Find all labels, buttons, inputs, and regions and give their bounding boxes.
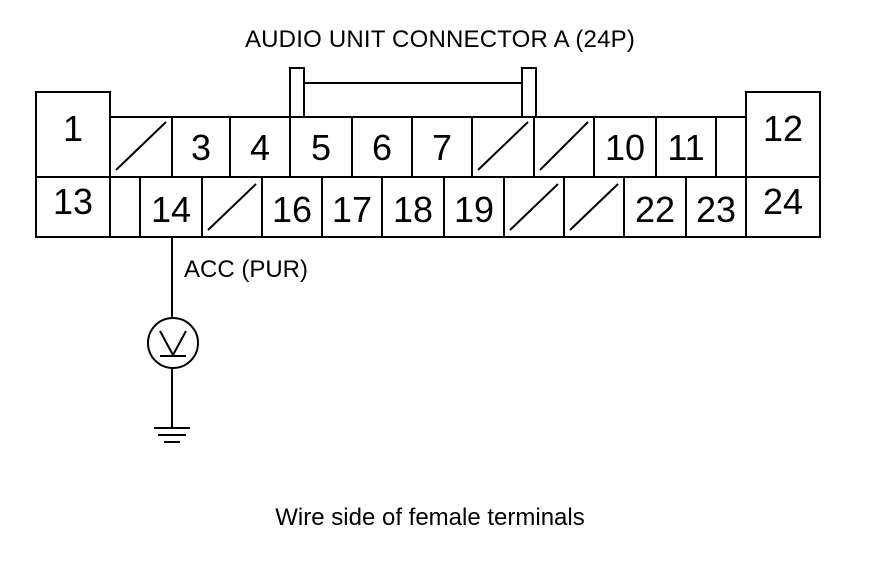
empty-cavity-2 xyxy=(115,121,167,171)
terminal-10: 10 xyxy=(605,127,645,168)
terminal-13: 13 xyxy=(53,181,93,222)
empty-cavity-15 xyxy=(207,183,257,231)
terminal-4: 4 xyxy=(250,127,270,168)
connector-title: AUDIO UNIT CONNECTOR A (24P) xyxy=(244,26,636,53)
empty-cavity-21 xyxy=(569,183,619,231)
locking-tab xyxy=(289,67,537,117)
terminal-17: 17 xyxy=(332,189,372,230)
empty-cavity-9 xyxy=(539,121,589,171)
terminal-12: 12 xyxy=(763,108,803,149)
ground-icon xyxy=(154,427,190,443)
terminal-3: 3 xyxy=(191,127,211,168)
caption: Wire side of female terminals xyxy=(275,504,585,531)
terminal-18: 18 xyxy=(393,189,433,230)
terminal-19: 19 xyxy=(454,189,494,230)
wire-label: ACC (PUR) xyxy=(184,256,308,283)
terminal-24: 24 xyxy=(763,181,803,222)
voltmeter-icon xyxy=(147,317,199,369)
terminal-22: 22 xyxy=(635,189,675,230)
terminal-7: 7 xyxy=(432,127,452,168)
terminal-11: 11 xyxy=(667,127,704,168)
terminal-1: 1 xyxy=(63,108,83,149)
terminal-16: 16 xyxy=(272,189,312,230)
terminal-6: 6 xyxy=(372,127,392,168)
terminal-14: 14 xyxy=(151,189,191,230)
empty-cavity-20 xyxy=(509,183,559,231)
connector-body xyxy=(35,91,821,238)
terminal-5: 5 xyxy=(311,127,331,168)
terminal-23: 23 xyxy=(696,189,736,230)
empty-cavity-8 xyxy=(477,121,529,171)
